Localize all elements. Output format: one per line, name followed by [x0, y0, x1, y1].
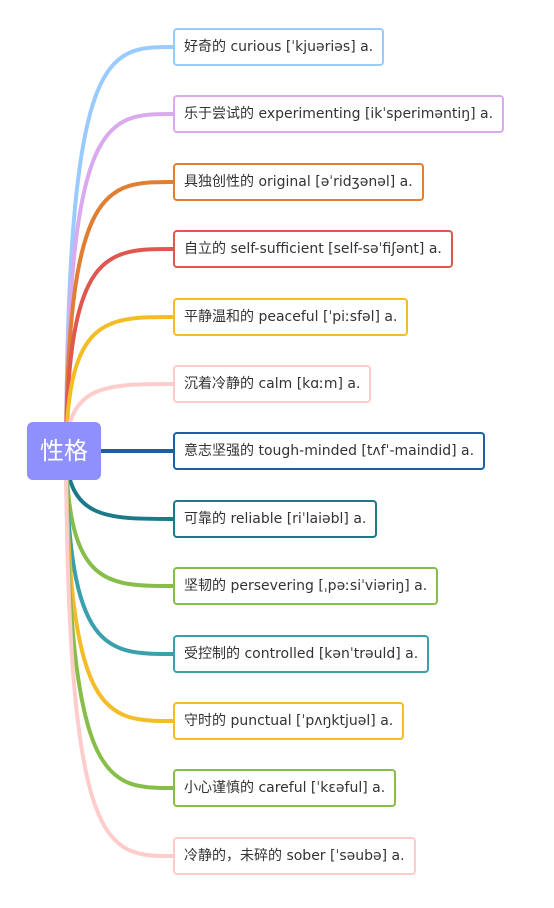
root-node[interactable]: 性格: [27, 422, 101, 480]
branch-node[interactable]: 受控制的 controlled [kənˈtrəuld] a.: [173, 635, 430, 673]
branch-node[interactable]: 沉着冷静的 calm [kɑːm] a.: [173, 365, 372, 403]
branch-node[interactable]: 小心谨慎的 careful [ˈkɛəful] a.: [173, 769, 397, 807]
branch-link: [64, 180, 175, 453]
branch-node[interactable]: 平静温和的 peaceful [ˈpiːsfəl] a.: [173, 298, 409, 336]
branch-link: [64, 247, 175, 453]
branch-node[interactable]: 意志坚强的 tough-minded [tʌfˈ-maindid] a.: [173, 432, 486, 470]
branch-node[interactable]: 乐于尝试的 experimenting [ikˈsperimәntiŋ] a.: [173, 95, 505, 133]
branch-link: [64, 315, 175, 453]
branch-node[interactable]: 自立的 self-sufficient [self-səˈfiʃənt] a.: [173, 230, 453, 268]
branch-node[interactable]: 坚韧的 persevering [ˌpəːsiˈviəriŋ] a.: [173, 567, 439, 605]
branch-node[interactable]: 可靠的 reliable [riˈlaiəbl] a.: [173, 500, 378, 538]
branch-link: [64, 449, 175, 858]
branch-node[interactable]: 具独创性的 original [əˈridʒənəl] a.: [173, 163, 424, 201]
branch-node[interactable]: 好奇的 curious [ˈkjuəriəs] a.: [173, 28, 385, 66]
branch-node[interactable]: 守时的 punctual [ˈpʌŋktjuəl] a.: [173, 702, 405, 740]
branch-node[interactable]: 冷静的，未碎的 sober [ˈsəubə] a.: [173, 837, 416, 875]
